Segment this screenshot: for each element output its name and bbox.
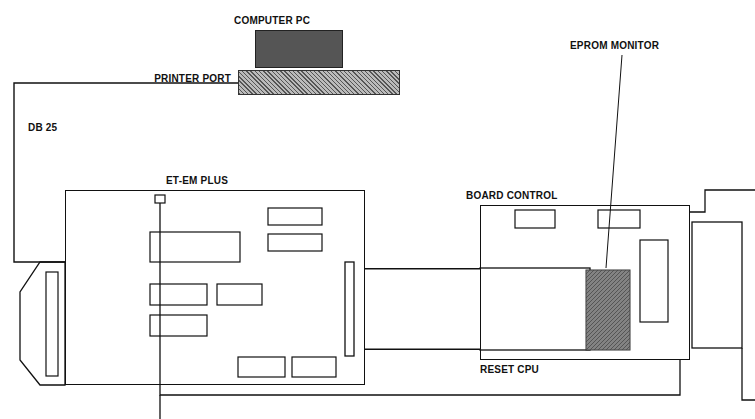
printer-port-box: PRINTER PORT <box>238 70 400 95</box>
board-box: ET-EM PLUS <box>65 190 365 385</box>
ribbon-fill <box>365 270 480 349</box>
edge-label: DB 25 <box>26 122 59 134</box>
board-box: BOARD CONTROL <box>480 205 690 360</box>
box-heading: ET-EM PLUS <box>166 175 228 187</box>
ribbon-cable <box>480 268 590 350</box>
output-connector <box>692 222 742 348</box>
ribbon-cable <box>365 268 480 350</box>
eprom-chip <box>586 270 630 350</box>
box-heading: PRINTER PORT <box>154 73 231 85</box>
box-heading: COMPUTER PC <box>234 15 310 27</box>
monitor-box: COMPUTER PC <box>255 30 343 68</box>
connector-frame <box>46 272 58 376</box>
board-components <box>150 195 336 377</box>
db25-connector <box>20 262 65 385</box>
box-heading: BOARD CONTROL <box>466 190 557 202</box>
output-wires <box>690 190 755 400</box>
control-components <box>515 210 668 322</box>
ribbon-plug <box>345 262 354 356</box>
cable-line <box>160 360 680 395</box>
callout-label: EPROM MONITOR <box>570 40 659 52</box>
leader-line <box>606 55 622 268</box>
eprom-shade <box>586 270 630 350</box>
cable-line <box>14 83 238 262</box>
edge-label: RESET CPU <box>478 364 541 376</box>
